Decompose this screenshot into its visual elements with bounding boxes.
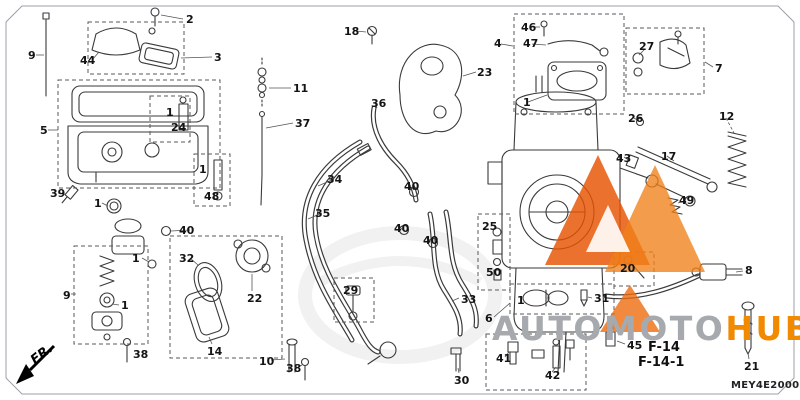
part-callout: 40: [423, 234, 439, 247]
group-boxes: [57, 13, 705, 391]
site-watermark: AUTOMOTOHUB: [492, 312, 800, 345]
leader-lines: [36, 14, 750, 374]
part-callout: 25: [482, 220, 498, 233]
part-callout: 1: [94, 197, 102, 210]
bracket-and-washers: [632, 30, 691, 77]
part-callout: 49: [679, 194, 695, 207]
part-callout: 33: [461, 293, 477, 306]
part-callout: 14: [207, 345, 223, 358]
front-direction-arrow: [16, 344, 56, 384]
part-callout: 10: [259, 355, 275, 368]
part-callout: 1: [523, 96, 531, 109]
pump-cover-diaphragm-parts: [184, 239, 271, 343]
float-chamber-cover-parts: [91, 7, 180, 70]
part-callout: 34: [327, 173, 343, 186]
return-spring: [727, 131, 747, 188]
part-callout: 30: [454, 374, 470, 387]
drain-hoses: [398, 186, 479, 337]
part-callout: 45: [627, 339, 643, 352]
part-callout: 11: [293, 82, 309, 95]
throttle-shaft-linkage: [625, 146, 718, 215]
figure-ref-2: F-14-1: [638, 355, 685, 370]
part-callout: 48: [204, 190, 220, 203]
site-watermark-accent: HUB: [725, 309, 800, 348]
part-callout: 40: [404, 180, 420, 193]
slow-jet-parts: [492, 227, 503, 281]
float-bowl-assembly: [67, 85, 209, 185]
needle-jet-holder: [178, 96, 223, 201]
part-callout: 8: [745, 264, 753, 277]
part-callout: 2: [186, 13, 194, 26]
brand-logo-triangles: [545, 155, 705, 332]
part-callout: 31: [594, 292, 610, 305]
part-callout: 27: [639, 40, 655, 53]
part-callout: 36: [371, 97, 387, 110]
hose-to-joint: [603, 273, 701, 300]
part-callout: 1: [199, 163, 207, 176]
part-callout: 24: [171, 121, 187, 134]
part-callout: 1: [517, 294, 525, 307]
part-callout: 40: [179, 224, 195, 237]
choke-knob: [345, 285, 361, 321]
part-callout: 44: [80, 54, 96, 67]
part-callout: 47: [523, 37, 539, 50]
diagram-frame: [5, 5, 795, 395]
part-callout: 29: [343, 284, 359, 297]
part-callout: 18: [344, 25, 360, 38]
intake-funnel: [398, 43, 463, 134]
top-screw: [366, 25, 378, 45]
diagram-code: MEY4E2000E: [731, 380, 800, 391]
part-callout: 22: [247, 292, 263, 305]
part-callout: 9: [28, 49, 36, 62]
part-callout: 4: [494, 37, 502, 50]
part-callout: 40: [394, 222, 410, 235]
figure-ref-1: F-14: [648, 340, 680, 355]
part-callout: 42: [545, 369, 561, 382]
part-callout: 46: [521, 21, 537, 34]
part-callout: 5: [40, 124, 48, 137]
part-callout: 41: [496, 352, 512, 365]
part-callout: 23: [477, 66, 493, 79]
accelerator-pump-assembly: [91, 255, 123, 341]
top-cover-assembly: [540, 20, 609, 101]
part-callout: 37: [295, 117, 311, 130]
part-callout: 35: [315, 207, 331, 220]
site-watermark-gray: AUTOMOTO: [492, 309, 726, 348]
part-callout: 21: [744, 360, 760, 373]
part-callout: 32: [179, 252, 195, 265]
part-callout: 50: [486, 266, 502, 279]
part-callout: 3: [214, 51, 222, 64]
part-callout: 26: [628, 112, 644, 125]
throttle-cables: [301, 139, 397, 365]
part-callout: 12: [719, 110, 735, 123]
part-callout: 1: [121, 299, 129, 312]
part-callout: 1: [166, 106, 174, 119]
vent-hose-36: [370, 105, 419, 203]
part-callout: 6: [485, 312, 493, 325]
bottom-screws: [122, 337, 462, 381]
part-callout: 1: [132, 252, 140, 265]
part-callout: 20: [620, 262, 636, 275]
jet-needle-and-washers: [257, 57, 267, 206]
part-callout: 17: [661, 150, 677, 163]
part-callout: 39: [50, 187, 66, 200]
float-and-valve: [522, 289, 588, 307]
part-callout: 43: [616, 152, 632, 165]
part-callout: 9: [63, 289, 71, 302]
part-callout: 7: [715, 62, 723, 75]
part-callout: 38: [133, 348, 149, 361]
air-screw: [741, 301, 755, 355]
part-callout: 38: [286, 362, 302, 375]
bowl-screw-and-orings: [61, 184, 172, 269]
drain-rod: [42, 12, 50, 97]
